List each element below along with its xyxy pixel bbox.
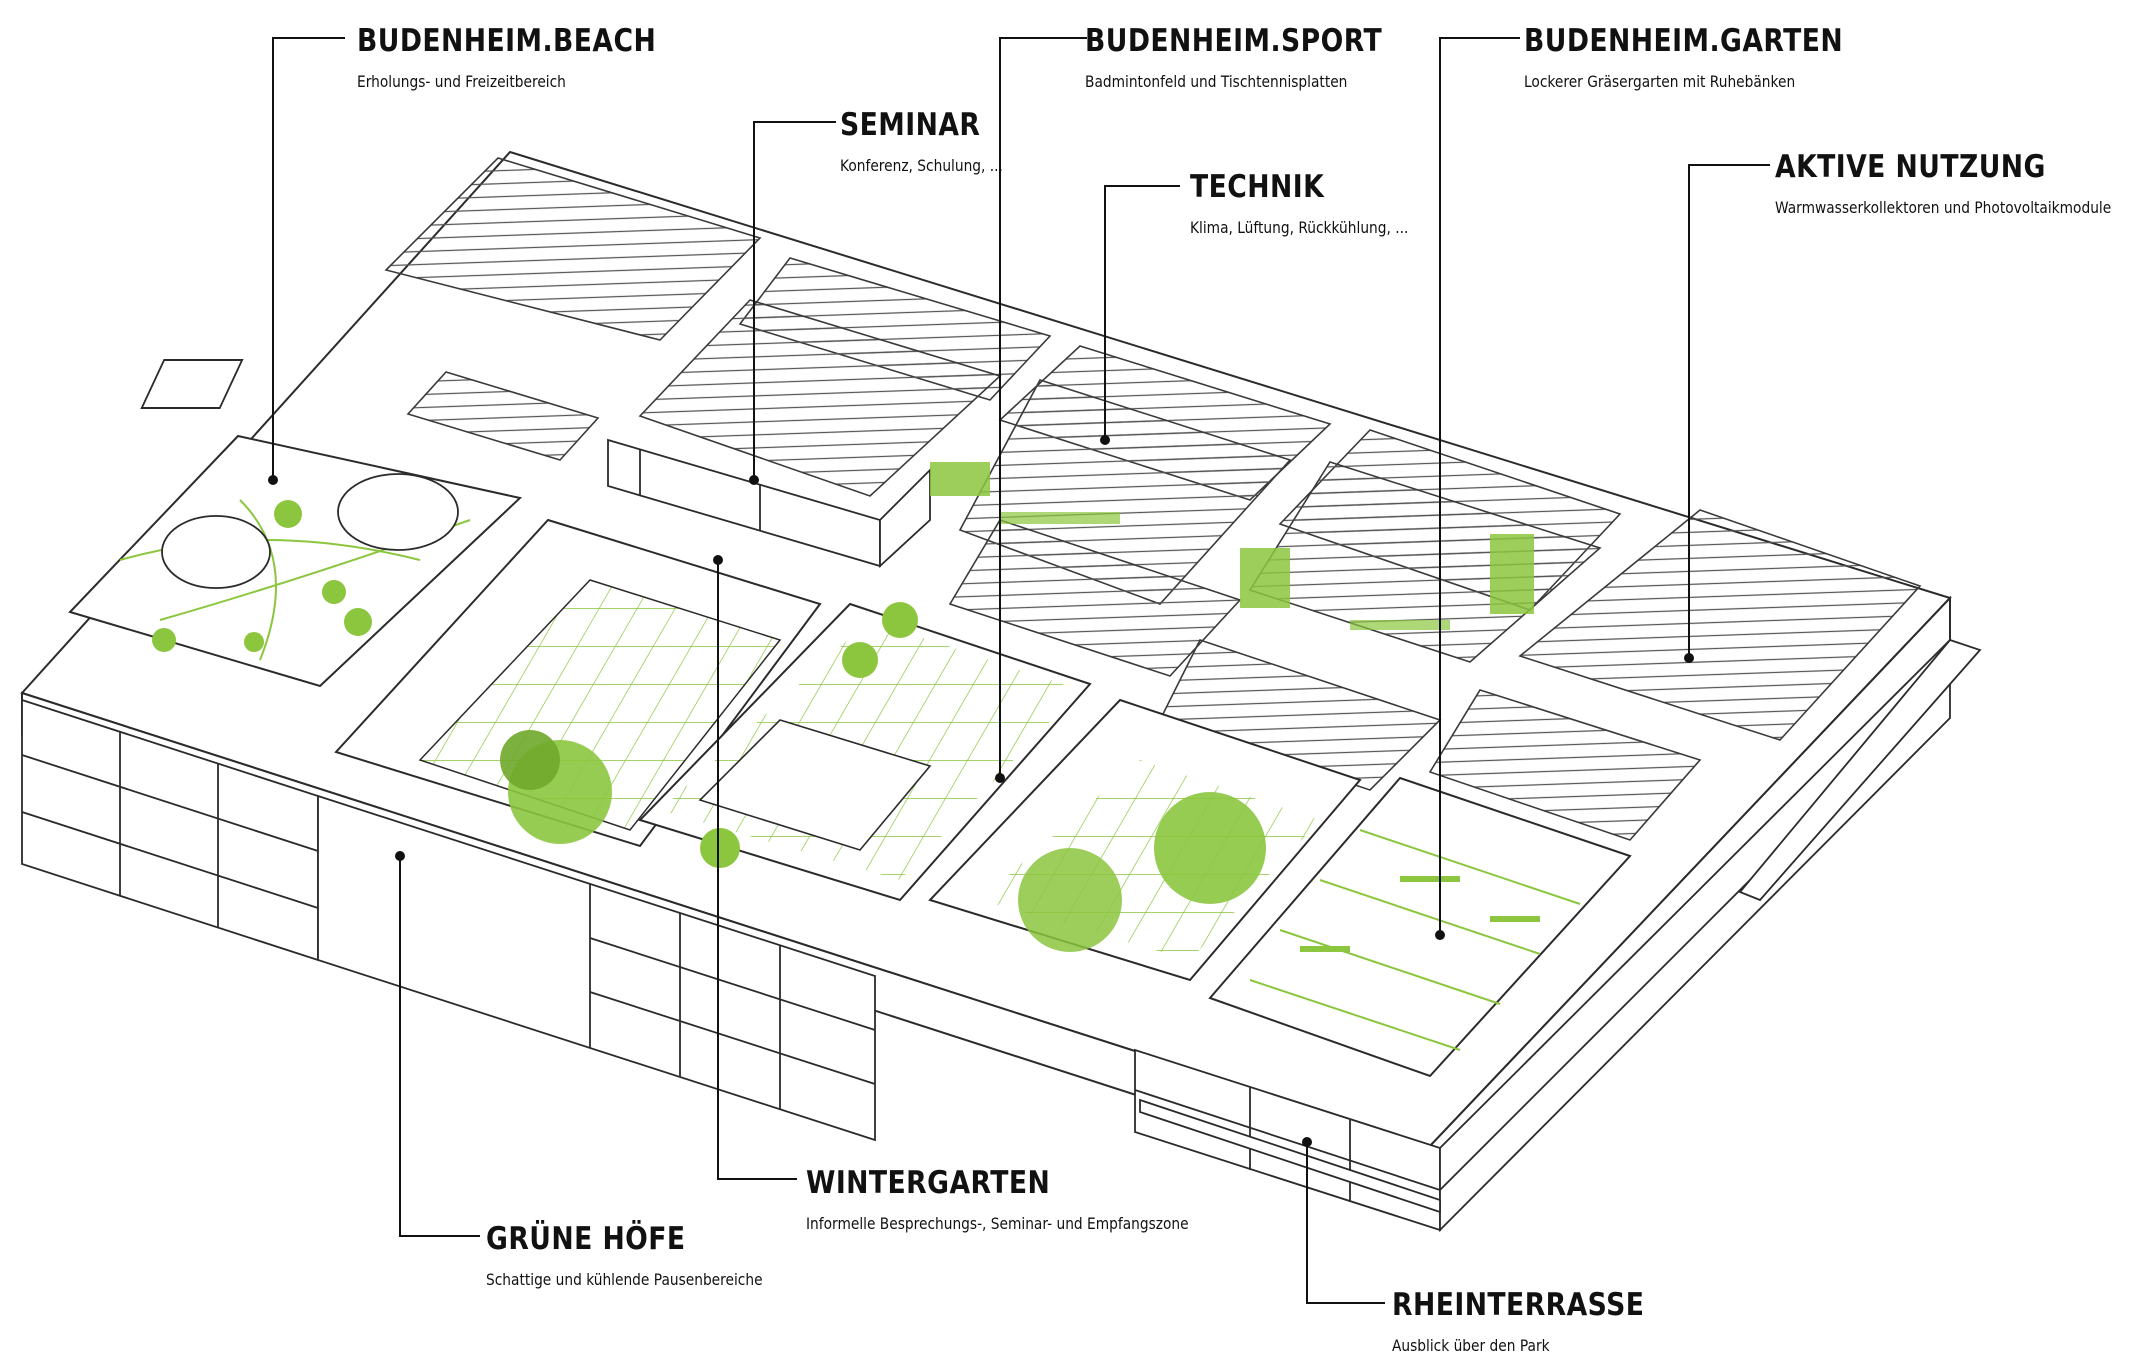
leader-lines <box>268 37 1770 1304</box>
green-facade-plants <box>930 462 1534 630</box>
label-seminar: SEMINAR Konferenz, Schulung, ... <box>840 108 1029 176</box>
label-title: SEMINAR <box>840 107 981 143</box>
front-facade-left <box>21 698 876 1142</box>
roof-hatch <box>140 359 244 409</box>
beach-roof-area <box>68 434 523 688</box>
label-subtitle: Warmwasserkollektoren und Photovoltaikmo… <box>1775 198 2112 217</box>
label-rheinterrasse: RHEINTERRASSE Ausblick über den Park <box>1392 1288 1685 1356</box>
label-budenheim-beach: BUDENHEIM.BEACH Erholungs- und Freizeitb… <box>357 24 705 92</box>
label-title: WINTERGARTEN <box>806 1165 1051 1201</box>
rhine-terrace <box>1139 638 1982 1214</box>
label-gruene-hoefe: GRÜNE HÖFE Schattige und kühlende Pausen… <box>486 1222 808 1290</box>
label-subtitle: Ausblick über den Park <box>1392 1336 1550 1355</box>
solar-panel-rows <box>384 157 1922 841</box>
label-technik: TECHNIK Klima, Lüftung, Rückkühlung, ... <box>1190 170 1444 238</box>
label-subtitle: Schattige und kühlende Pausenbereiche <box>486 1270 763 1289</box>
label-budenheim-sport: BUDENHEIM.SPORT Badmintonfeld und Tischt… <box>1085 24 1430 92</box>
label-aktive-nutzung: AKTIVE NUTZUNG Warmwasserkollektoren und… <box>1775 150 2134 218</box>
label-subtitle: Klima, Lüftung, Rückkühlung, ... <box>1190 218 1409 237</box>
label-budenheim-garten: BUDENHEIM.GARTEN Lockerer Gräsergarten m… <box>1524 24 1895 92</box>
label-title: GRÜNE HÖFE <box>486 1221 686 1257</box>
label-title: RHEINTERRASSE <box>1392 1287 1645 1323</box>
label-subtitle: Konferenz, Schulung, ... <box>840 156 1003 175</box>
courtyard-garten <box>1208 776 1632 1078</box>
label-title: BUDENHEIM.SPORT <box>1085 23 1383 59</box>
courtyard-sport <box>638 602 1092 902</box>
label-subtitle: Badmintonfeld und Tischtennisplatten <box>1085 72 1348 91</box>
seminar-box <box>607 438 931 569</box>
label-subtitle: Erholungs- und Freizeitbereich <box>357 72 566 91</box>
courtyard-center <box>928 698 1362 982</box>
label-subtitle: Informelle Besprechungs-, Seminar- und E… <box>806 1214 1189 1233</box>
label-title: AKTIVE NUTZUNG <box>1775 149 2046 185</box>
label-title: TECHNIK <box>1190 169 1325 205</box>
label-subtitle: Lockerer Gräsergarten mit Ruhebänken <box>1524 72 1796 91</box>
label-title: BUDENHEIM.GARTEN <box>1524 23 1844 59</box>
label-wintergarten: WINTERGARTEN Informelle Besprechungs-, S… <box>806 1166 1251 1234</box>
label-title: BUDENHEIM.BEACH <box>357 23 657 59</box>
